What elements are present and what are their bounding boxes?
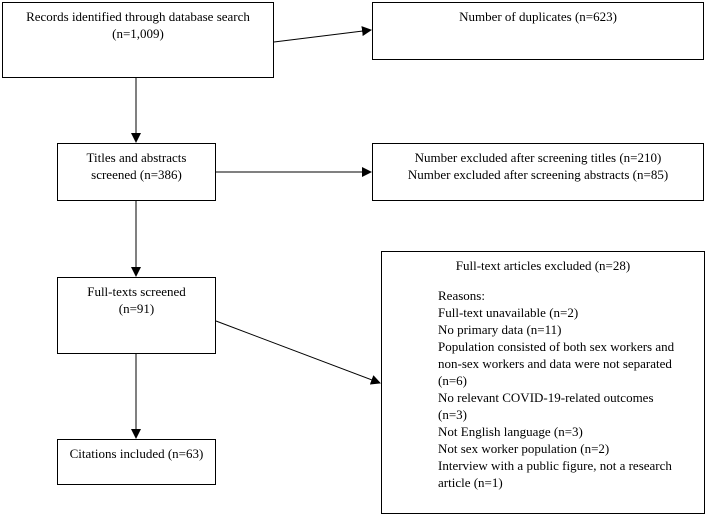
reasons-heading: Reasons: — [438, 288, 485, 303]
records-identified-box: Records identified through database sear… — [2, 2, 274, 78]
titles-abstracts-box: Titles and abstracts screened (n=386) — [57, 143, 216, 201]
fulltexts-screened-box: Full-texts screened (n=91) — [57, 277, 216, 354]
reason-line: (n=6) — [438, 373, 467, 388]
arrow-fulltexts-to-excluded — [215, 320, 381, 385]
reason-line: No primary data (n=11) — [438, 322, 562, 337]
fulltext-excluded-title: Full-text articles excluded (n=28) — [455, 258, 631, 273]
excluded-abstracts-label: Number excluded after screening abstract… — [407, 167, 669, 182]
records-identified-count: (n=1,009) — [112, 26, 164, 41]
reason-line: article (n=1) — [438, 475, 503, 490]
reason-line: non-sex workers and data were not separa… — [438, 356, 672, 371]
arrow-records-to-duplicates — [273, 26, 372, 43]
titles-abstracts-count: screened (n=386) — [91, 167, 182, 182]
citations-included-box: Citations included (n=63) — [57, 439, 216, 485]
duplicates-box: Number of duplicates (n=623) — [372, 2, 704, 60]
reason-line: Not sex worker population (n=2) — [438, 441, 610, 456]
reason-line: Full-text unavailable (n=2) — [438, 305, 579, 320]
reason-line: Population consisted of both sex workers… — [438, 339, 675, 354]
records-identified-label: Records identified through database sear… — [26, 9, 250, 24]
exclusion-reasons-list: Reasons: Full-text unavailable (n=2) No … — [438, 287, 702, 491]
duplicates-label: Number of duplicates (n=623) — [459, 9, 617, 24]
titles-abstracts-label: Titles and abstracts — [86, 150, 187, 165]
excluded-titles-label: Number excluded after screening titles (… — [414, 150, 662, 165]
fulltext-excluded-box: Full-text articles excluded (n=28) Reaso… — [381, 251, 705, 514]
fulltexts-screened-count: (n=91) — [118, 301, 155, 316]
excluded-screening-box: Number excluded after screening titles (… — [372, 143, 704, 201]
fulltexts-screened-label: Full-texts screened — [87, 284, 186, 299]
reason-line: Interview with a public figure, not a re… — [438, 458, 672, 473]
reason-line: (n=3) — [438, 407, 467, 422]
citations-included-label: Citations included (n=63) — [69, 446, 204, 461]
reason-line: Not English language (n=3) — [438, 424, 583, 439]
reason-line: No relevant COVID-19-related outcomes — [438, 390, 654, 405]
